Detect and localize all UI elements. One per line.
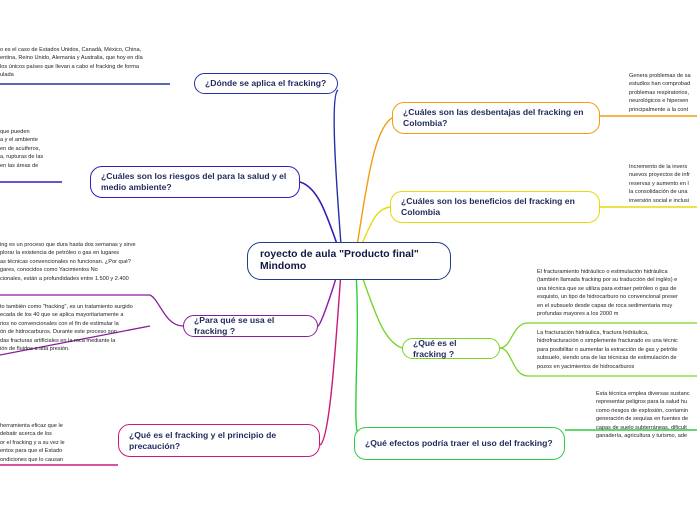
note-line: nuevos proyectos de infr <box>629 172 690 179</box>
note-line: Esta técnica emplea diversas sustanc <box>596 391 690 397</box>
connector-donde <box>333 89 343 259</box>
note-line: to también como "fracking", es un tratam… <box>0 304 133 310</box>
note-desventajas: Genera problemas de sa estudios han comp… <box>629 72 697 114</box>
note-line: Incremento de la invers <box>629 164 688 170</box>
note-quees-2: La fracturación hidráulica, fractura hid… <box>537 329 697 371</box>
note-line: pozos en yacimientos de hidrocarburos <box>537 363 635 370</box>
note-line: una técnica que se utiliza para extraer … <box>537 285 677 292</box>
note-line: (también llamada fracking por su traducc… <box>537 277 678 284</box>
note-line: principalmente a la cont <box>629 106 689 113</box>
note-line: or el fracking y a su vez le <box>0 439 65 446</box>
note-line: ión de fluidos a alta presión. <box>0 346 70 353</box>
topic-desventajas[interactable]: ¿Cuáles son las desbentajas del fracking… <box>392 102 600 134</box>
note-quees-left: ing es un proceso que dura hasta dos sem… <box>0 241 160 283</box>
topic-efectos[interactable]: ¿Qué efectos podría traer el uso del fra… <box>354 427 565 460</box>
note-line: para posibilitar o aumentar la extracció… <box>537 346 678 353</box>
note-line: como riesgos de explosión, contamin <box>596 407 689 414</box>
note-link-quees-2 <box>499 347 697 377</box>
topic-paraque[interactable]: ¿Para qué se usa el fracking ? <box>183 315 318 337</box>
note-line: gares, conocidos como Yacimientos No <box>0 267 98 274</box>
note-line: El fracturamiento hidráulico o estimulac… <box>537 269 668 275</box>
note-line: ondiciones que lo causan <box>0 456 64 463</box>
note-line: reservas y aumento en l <box>629 180 689 187</box>
note-link-quees-1 <box>499 322 697 349</box>
note-line: cionales, están a profundidades entre 1.… <box>0 275 129 282</box>
note-line: ón de hidrocarburos. Durante este proces… <box>0 329 117 336</box>
note-quees-1: El fracturamiento hidráulico o estimulac… <box>537 268 697 318</box>
note-line: as técnicas convencionales no funcionan.… <box>0 258 131 265</box>
note-line: ganadería, agricultura y turismo, ade <box>596 433 688 440</box>
note-line: das fracturas artificiales en la roca me… <box>0 337 116 344</box>
connector-efectos <box>354 257 361 441</box>
note-line: los únicos países que llevan a cabo el f… <box>0 63 139 70</box>
note-line: en de acuíferos, <box>0 145 41 152</box>
note-riesgos: que pueden a y el ambiente en de acuífer… <box>0 128 80 170</box>
note-line: en las áreas de <box>0 162 39 169</box>
note-line: subsuelo, siendo una de las técnicas de … <box>537 355 677 362</box>
note-link-paraque-2 <box>0 325 151 356</box>
note-line: herramienta eficaz que le <box>0 423 63 429</box>
note-line: La fracturación hidráulica, fractura hid… <box>537 330 649 336</box>
note-line: problemas respiratorios, <box>629 89 690 96</box>
note-line: que pueden <box>0 129 30 135</box>
note-line: ecada de los 40 que se aplica mayoritari… <box>0 312 124 319</box>
note-line: en el subsuelo desde capas de roca sedim… <box>537 302 673 309</box>
note-beneficios: Incremento de la invers nuevos proyectos… <box>629 163 697 205</box>
note-line: estudios han comprobad <box>629 81 691 88</box>
note-link-paraque <box>0 294 184 327</box>
note-line: ing es un proceso que dura hasta dos sem… <box>0 242 136 248</box>
connector-desventajas <box>354 117 393 259</box>
note-line: entina, Reino Unido, Alemania y Australi… <box>0 55 143 62</box>
note-line: debatir acerca de los <box>0 431 52 438</box>
note-line: entos para que el Estado <box>0 448 63 455</box>
note-line: esquisto, un tipo de hidrocarburo no con… <box>537 294 678 301</box>
note-line: rios no convencionales con el fin de est… <box>0 320 119 327</box>
note-line: profundas mayores a los 2000 m <box>537 311 619 318</box>
note-line: hidrofracturación o simplemente fractura… <box>537 338 678 345</box>
note-line: inversión social e inclusi <box>629 197 690 204</box>
note-principio: herramienta eficaz que le debatir acerca… <box>0 422 110 464</box>
note-donde: o es el caso de Estados Unidos, Canadá, … <box>0 46 170 80</box>
topic-principio[interactable]: ¿Qué es el fracking y el principio de pr… <box>118 424 320 457</box>
note-paraque: to también como "fracking", es un tratam… <box>0 303 160 353</box>
note-line: capas de suelo subterráneas, dificult <box>596 424 687 431</box>
note-line: neurológicos e hipersen <box>629 98 689 105</box>
note-line: ulada <box>0 72 14 79</box>
topic-beneficios[interactable]: ¿Cuáles son los beneficios del fracking … <box>390 191 600 223</box>
note-line: a y el ambiente <box>0 137 38 144</box>
topic-donde[interactable]: ¿Dónde se aplica el fracking? <box>194 73 338 94</box>
note-line: o es el caso de Estados Unidos, Canadá, … <box>0 47 142 53</box>
topic-quees[interactable]: ¿Qué es el fracking ? <box>402 338 500 359</box>
note-line: plorar la existencia de petróleo o gas e… <box>0 250 120 257</box>
note-efectos: Esta técnica emplea diversas sustanc rep… <box>596 390 697 440</box>
connector-principio <box>319 257 343 446</box>
note-line: a, rupturas de las <box>0 154 44 161</box>
topic-riesgos[interactable]: ¿Cuáles son los riesgos del para la salu… <box>90 166 300 198</box>
note-line: generación de sequías en fuentes de <box>596 416 689 423</box>
note-line: la consolidación de una <box>629 189 688 196</box>
note-line: representar peligros para la salud hu <box>596 399 688 406</box>
note-line: Genera problemas de sa <box>629 73 691 79</box>
central-topic[interactable]: royecto de aula "Producto final" Mindomo <box>247 242 451 280</box>
